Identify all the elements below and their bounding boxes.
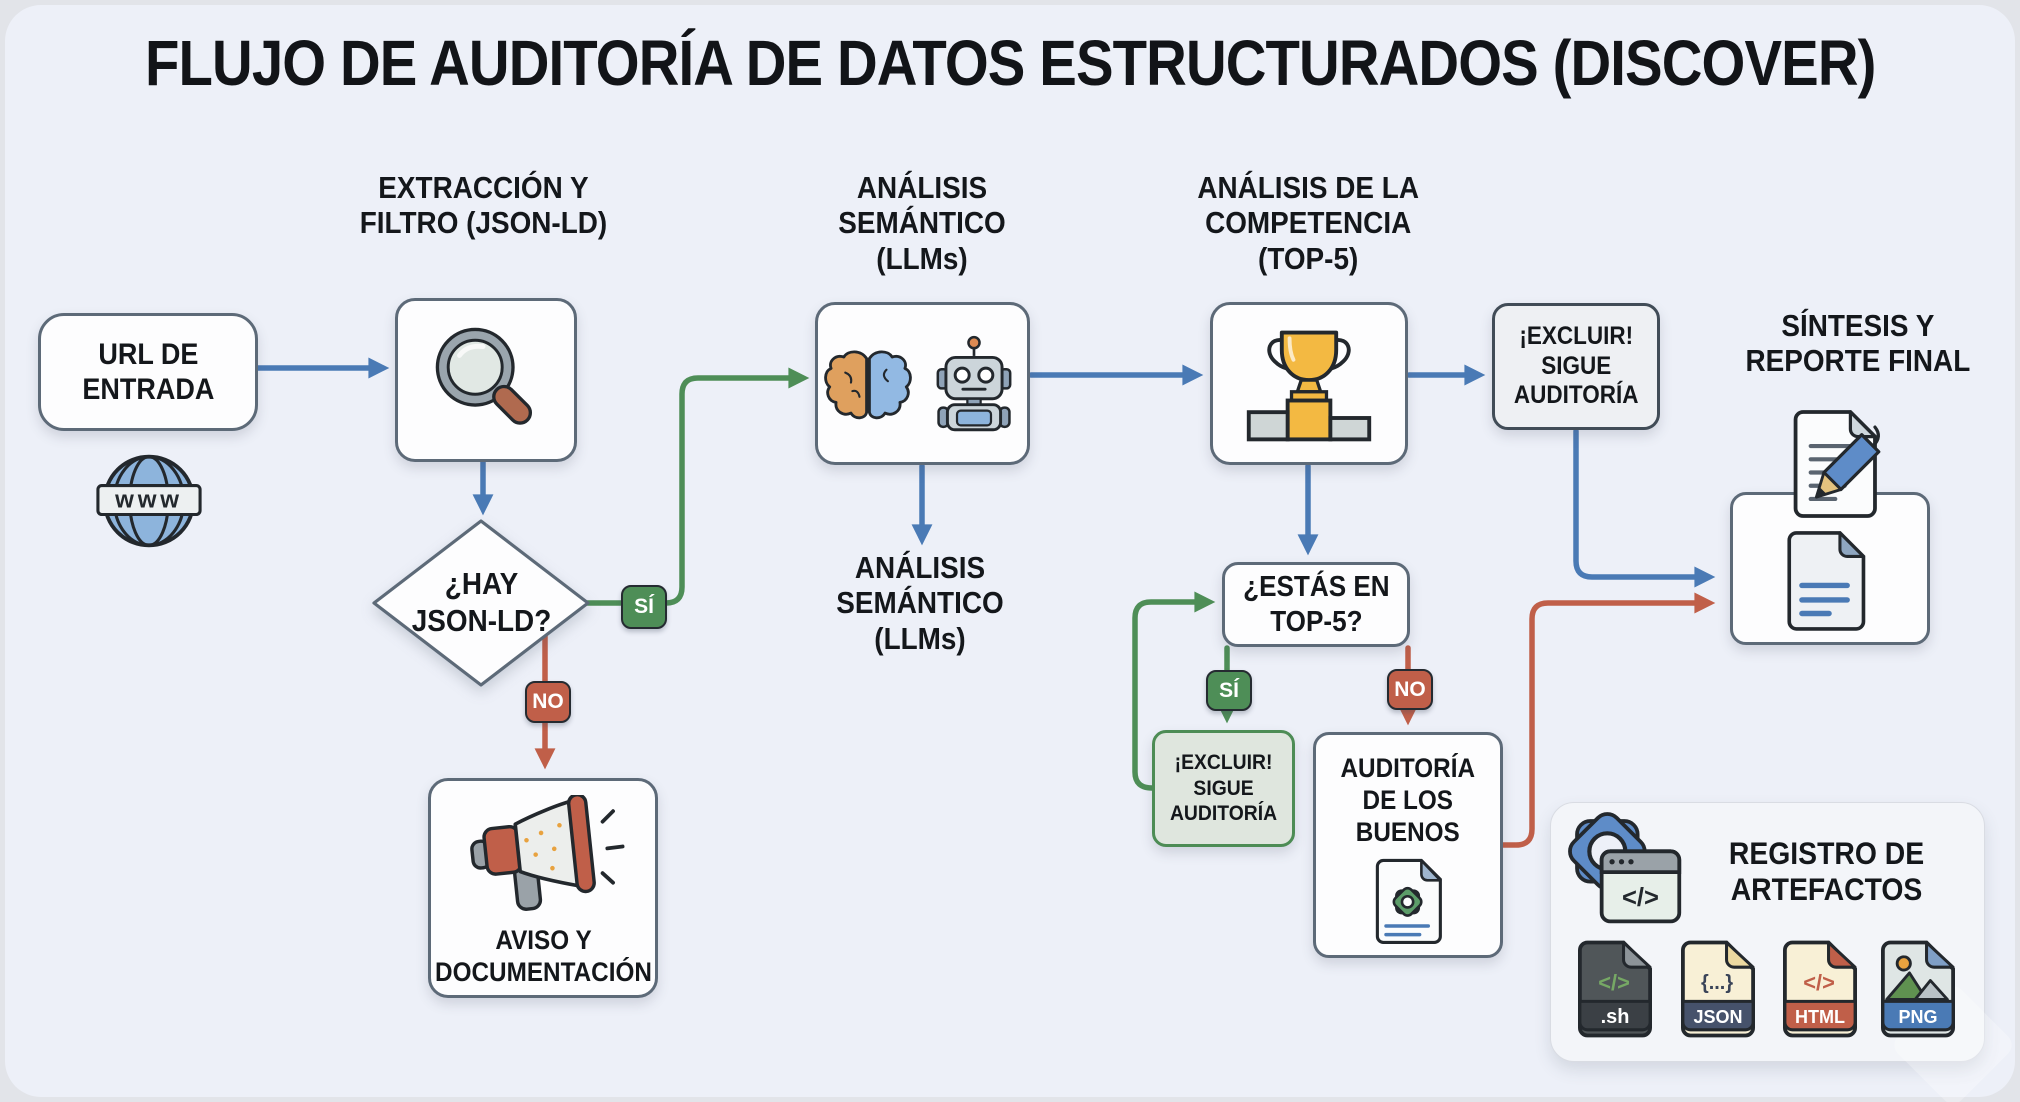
badge-si-top5: SÍ	[1206, 670, 1252, 711]
node-excluir-sigue-1-label: ¡EXCLUIR! SIGUE AUDITORÍA	[1513, 322, 1639, 410]
node-auditoria-buenos: AUDITORÍA DE LOS BUENOS	[1313, 732, 1503, 958]
globe-www-text: www	[114, 487, 183, 514]
badge-si-jsonld: SÍ	[621, 585, 667, 629]
node-competencia	[1210, 302, 1408, 465]
node-excluir-sigue-1: ¡EXCLUIR! SIGUE AUDITORÍA	[1492, 303, 1660, 430]
node-estas-top5: ¿ESTÁS EN TOP-5?	[1222, 562, 1410, 647]
document-pen-icon	[1793, 410, 1881, 518]
edge-excluir2-loop-to-top5	[1132, 591, 1216, 791]
caption-analisis-semantico: ANÁLISIS SEMÁNTICO (LLMs)	[838, 170, 1006, 276]
file-png-label: PNG	[1898, 1007, 1937, 1027]
node-excluir-sigue-2: ¡EXCLUIR! SIGUE AUDITORÍA	[1152, 730, 1295, 847]
audit-document-gear-icon	[1375, 858, 1442, 944]
file-sh-label: .sh	[1601, 1006, 1630, 1028]
file-json-icon: {...} JSON	[1681, 940, 1755, 1038]
gear-browser-icon: </>	[1568, 812, 1682, 924]
caption-extraccion: EXTRACCIÓN Y FILTRO (JSON-LD)	[359, 170, 607, 241]
file-json-label: JSON	[1693, 1007, 1742, 1027]
node-url-entrada: URL DE ENTRADA	[38, 313, 258, 431]
file-sh-icon: </> .sh	[1578, 940, 1652, 1038]
badge-no-jsonld: NO	[525, 681, 571, 723]
node-url-entrada-label: URL DE ENTRADA	[81, 337, 214, 406]
file-html-glyph: </>	[1803, 970, 1835, 995]
file-json-glyph: {...}	[1701, 972, 1733, 994]
edge-auditoria-to-sintesis	[1500, 592, 1716, 848]
magnifier-icon	[435, 327, 533, 425]
edge-excluir-to-sintesis	[1573, 428, 1716, 588]
file-html-icon: </> HTML	[1783, 940, 1857, 1038]
node-aviso: AVISO Y DOCUMENTACIÓN	[428, 778, 658, 998]
edge-diamond-si-to-semantico	[583, 367, 810, 606]
page-title: FLUJO DE AUDITORÍA DE DATOS ESTRUCTURADO…	[144, 27, 1876, 99]
megaphone-icon	[470, 795, 625, 911]
browser-code-glyph: </>	[1622, 884, 1659, 912]
decision-hay-jsonld-label: ¿HAY JSON-LD?	[411, 566, 551, 638]
decision-hay-jsonld-shape	[372, 519, 590, 687]
report-document-icon	[1787, 531, 1866, 631]
node-excluir-sigue-2-label: ¡EXCLUIR! SIGUE AUDITORÍA	[1169, 750, 1278, 826]
caption-analisis-semantico-salida: ANÁLISIS SEMÁNTICO (LLMs)	[836, 550, 1004, 656]
caption-registro: REGISTRO DE ARTEFACTOS	[1729, 835, 1925, 907]
node-auditoria-buenos-label: AUDITORÍA DE LOS BUENOS	[1340, 753, 1476, 847]
badge-no-top5: NO	[1387, 669, 1433, 710]
trophy-podium-icon	[1246, 330, 1372, 441]
brain-icon	[823, 349, 912, 419]
globe-www-icon: www	[96, 454, 202, 548]
node-estas-top5-label: ¿ESTÁS EN TOP-5?	[1242, 571, 1390, 638]
node-analisis-semantico	[815, 302, 1030, 465]
node-aviso-label: AVISO Y DOCUMENTACIÓN	[434, 925, 652, 987]
decision-hay-jsonld: ¿HAY JSON-LD?	[370, 517, 592, 689]
file-png-icon: PNG	[1881, 940, 1955, 1038]
file-sh-glyph: </>	[1598, 970, 1630, 995]
file-html-label: HTML	[1795, 1007, 1845, 1027]
robot-icon	[936, 335, 1011, 431]
caption-competencia: ANÁLISIS DE LA COMPETENCIA (TOP-5)	[1197, 170, 1419, 276]
node-extraccion	[395, 298, 577, 462]
caption-sintesis: SÍNTESIS Y REPORTE FINAL	[1745, 308, 1971, 379]
